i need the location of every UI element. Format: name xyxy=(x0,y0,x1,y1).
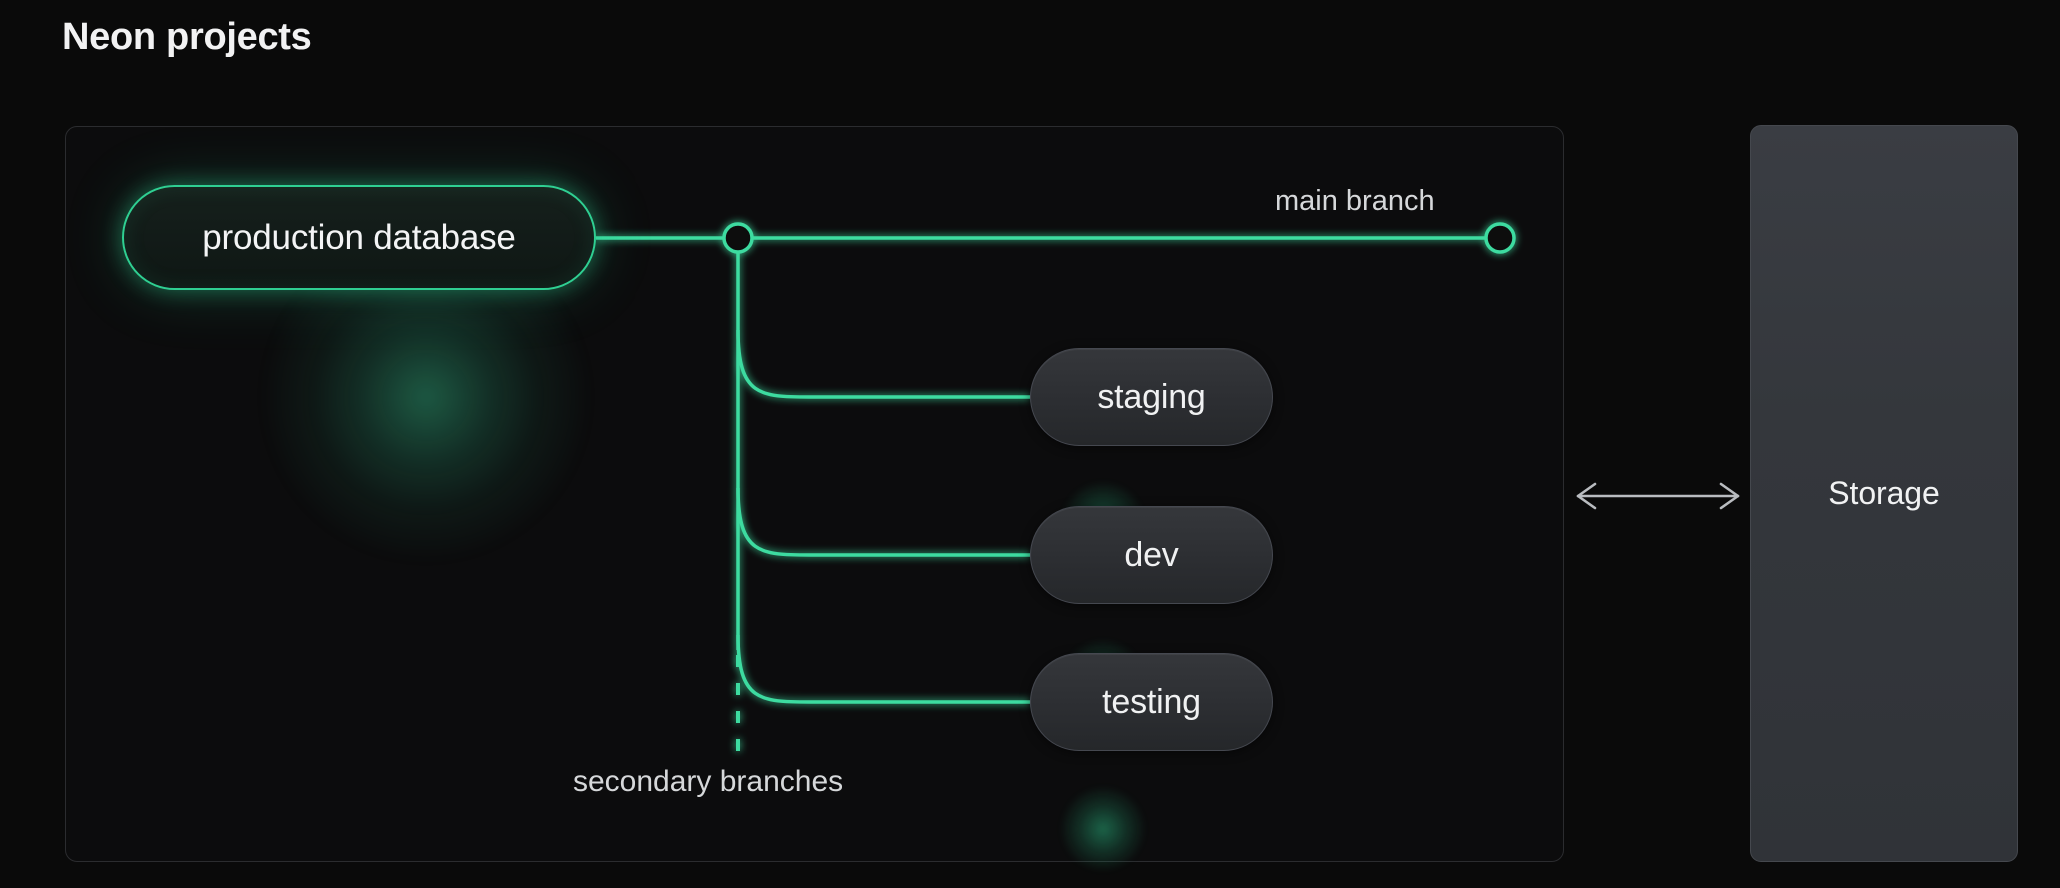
branch-node-staging-label: staging xyxy=(1097,377,1206,416)
connector-glow-testing xyxy=(1060,786,1146,872)
branch-node-dev[interactable]: dev xyxy=(1030,506,1273,604)
storage-box[interactable]: Storage xyxy=(1750,125,2018,862)
storage-label: Storage xyxy=(1828,475,1940,511)
main-branch-label: main branch xyxy=(1275,185,1435,217)
branch-node-testing-label: testing xyxy=(1102,682,1201,721)
page-title: Neon projects xyxy=(62,16,312,58)
production-database-label: production database xyxy=(202,217,516,257)
secondary-branches-label: secondary branches xyxy=(573,765,844,798)
branch-node-testing[interactable]: testing xyxy=(1030,653,1273,751)
branch-node-dev-label: dev xyxy=(1124,535,1179,574)
bidirectional-arrow-icon xyxy=(1576,482,1740,510)
production-database-node[interactable]: production database xyxy=(122,185,596,290)
branch-node-staging[interactable]: staging xyxy=(1030,348,1273,446)
